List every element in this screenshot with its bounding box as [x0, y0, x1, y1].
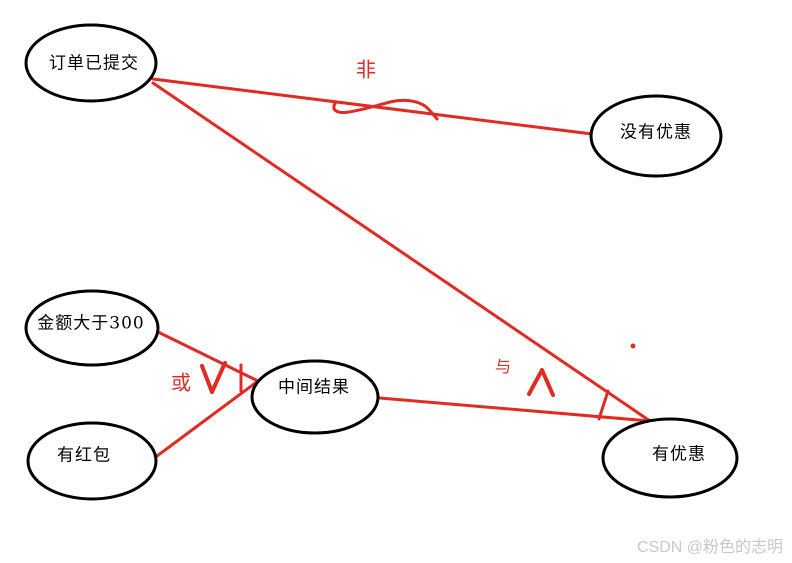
node-ellipse-amount-gt-300 [24, 289, 160, 367]
operator-label-or: 或 [171, 370, 191, 395]
node-ellipse-order-submitted [24, 23, 158, 103]
node-label-has-red-packet: 有红包 [57, 445, 111, 466]
not-squiggle-mark [332, 98, 439, 121]
and-gate-arc [597, 389, 610, 421]
and-wedge-symbol [527, 368, 555, 397]
node-label-has-discount: 有优惠 [652, 444, 706, 465]
node-ellipse-no-discount [589, 94, 723, 178]
operator-label-not: 非 [356, 57, 376, 82]
node-ellipse-has-discount [601, 417, 739, 499]
node-label-order-submitted: 订单已提交 [49, 53, 139, 74]
edge-intermediate-to-discount [378, 396, 652, 423]
edge-redpacket-to-intermediate [155, 379, 260, 458]
edge-order-to-discount [151, 81, 652, 423]
or-vee-symbol [200, 361, 227, 394]
operator-label-and: 与 [494, 357, 512, 376]
node-ellipse-intermediate-result [250, 359, 380, 435]
node-label-amount-gt-300: 金额大于300 [37, 313, 145, 334]
stray-dot [630, 343, 636, 349]
node-label-no-discount: 没有优惠 [620, 122, 692, 143]
watermark: CSDN @粉色的志明 [636, 539, 783, 556]
node-ellipse-has-red-packet [26, 421, 158, 501]
node-label-intermediate-result: 中间结果 [278, 377, 350, 398]
